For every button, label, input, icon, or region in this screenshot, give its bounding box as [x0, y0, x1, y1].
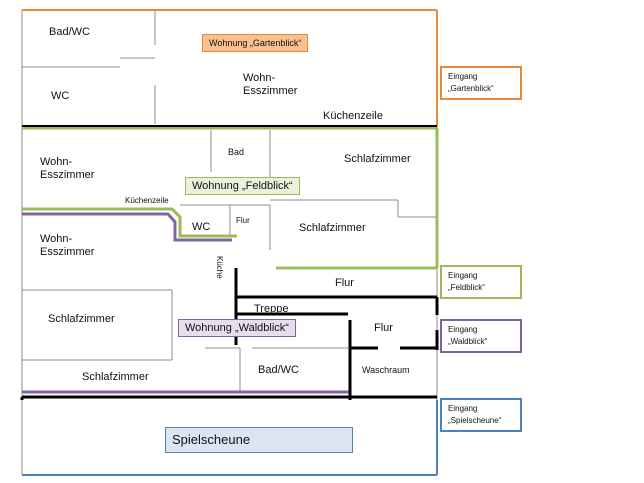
- room-treppe: Treppe: [254, 303, 289, 315]
- room-wohn-esszimmer-feldblick: Wohn- Esszimmer: [40, 156, 95, 181]
- room-waschraum: Waschraum: [362, 365, 410, 375]
- entrance-feldblick: Eingang „Feldblick“: [440, 265, 522, 299]
- room-kuechenzeile-feldblick: Küchenzeile: [125, 196, 169, 205]
- entrance-waldblick: Eingang „Waldblick“: [440, 319, 522, 353]
- thick-walls: [20, 125, 439, 400]
- label-wohnung-gartenblick: Wohnung „Gartenblick“: [202, 34, 309, 52]
- label-wohnung-feldblick: Wohnung „Feldblick“: [185, 177, 300, 195]
- room-wc-feldblick: WC: [192, 221, 211, 233]
- room-wc-gartenblick: WC: [51, 90, 70, 102]
- room-kuechenzeile-gartenblick: Küchenzeile: [323, 110, 383, 122]
- room-flur-feldblick: Flur: [236, 216, 250, 225]
- room-bad-wc-gartenblick: Bad/WC: [49, 26, 90, 38]
- room-bad-feldblick: Bad: [228, 147, 245, 157]
- room-flur-waldblick: Flur: [374, 322, 393, 334]
- room-schlafzimmer-feldblick-2: Schlafzimmer: [299, 222, 366, 234]
- room-wohn-esszimmer-waldblick: Wohn- Esszimmer: [40, 233, 95, 258]
- room-wohn-esszimmer-gartenblick: Wohn- Esszimmer: [243, 72, 298, 97]
- room-kueche-waldblick: Küche: [215, 256, 224, 279]
- room-schlafzimmer-feldblick-1: Schlafzimmer: [344, 153, 411, 165]
- room-flur-feldblick-main: Flur: [335, 277, 354, 289]
- label-wohnung-waldblick: Wohnung „Waldblick“: [178, 319, 296, 337]
- feldblick-outline: [22, 126, 439, 270]
- entrance-spielscheune: Eingang „Spielscheune“: [440, 398, 522, 432]
- room-schlafzimmer-waldblick-1: Schlafzimmer: [48, 313, 115, 325]
- waldblick-outline: [22, 212, 350, 394]
- label-spielscheune: Spielscheune: [165, 427, 353, 453]
- room-schlafzimmer-waldblick-2: Schlafzimmer: [82, 371, 149, 383]
- entrance-gartenblick: Eingang „Gartenblick“: [440, 66, 522, 100]
- room-bad-wc-waldblick: Bad/WC: [258, 364, 299, 376]
- spielscheune-outline: [22, 400, 438, 476]
